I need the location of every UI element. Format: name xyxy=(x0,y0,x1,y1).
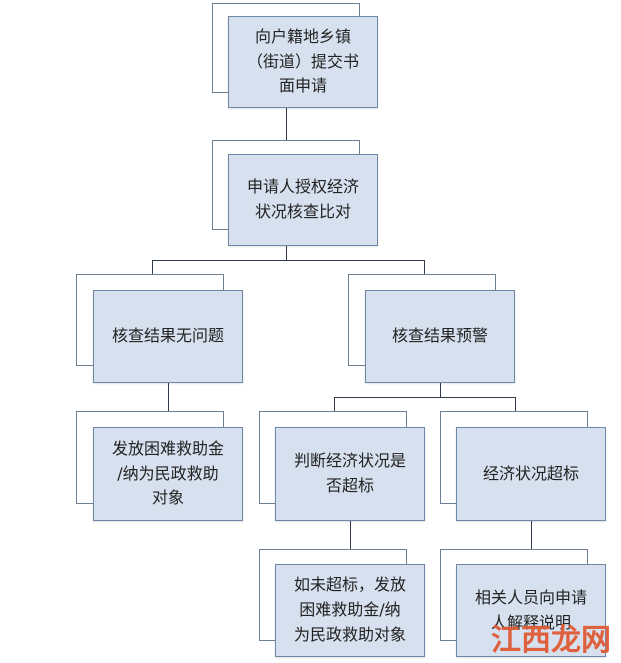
connector-n4-down xyxy=(440,382,441,398)
node-authorize-check: 申请人授权经济 状况核查比对 xyxy=(228,154,378,246)
connector-to-n4 xyxy=(424,260,425,274)
node-submit-application: 向户籍地乡镇 （街道）提交书 面申请 xyxy=(228,16,378,108)
node-exceeds-standard-text: 经济状况超标 xyxy=(482,463,579,483)
connector-n3-n5 xyxy=(168,382,169,412)
node-exceeds-standard: 经济状况超标 xyxy=(456,427,606,521)
node-judge-economy: 判断经济状况是 否超标 xyxy=(275,427,425,521)
node-if-not-exceeded: 如未超标，发放 困难救助金/纳 为民政救助对象 xyxy=(275,564,425,657)
connector-to-n7 xyxy=(515,397,516,411)
node-explain-to-applicant-text: 相关人员向申请 人解释说明 xyxy=(474,587,587,632)
connector-to-n3 xyxy=(152,260,153,274)
connector-n1-n2 xyxy=(286,108,287,154)
node-grant-aid: 发放困难救助金 /纳为民政救助 对象 xyxy=(93,427,243,521)
node-explain-to-applicant: 相关人员向申请 人解释说明 xyxy=(456,564,606,657)
connector-n2-down xyxy=(286,245,287,261)
connector-n7-n9 xyxy=(531,521,532,549)
node-authorize-check-text: 申请人授权经济 状况核查比对 xyxy=(246,177,359,221)
connector-to-n6 xyxy=(334,397,335,411)
node-check-warning-text: 核查结果预警 xyxy=(391,326,488,346)
connector-level3-bar xyxy=(152,260,425,261)
node-grant-aid-text: 发放困难救助金 /纳为民政救助 对象 xyxy=(111,438,224,508)
node-check-warning: 核查结果预警 xyxy=(365,290,515,383)
node-judge-economy-text: 判断经济状况是 否超标 xyxy=(293,451,406,495)
watermark-logo: 江西龙网 xyxy=(491,623,611,658)
node-check-ok: 核查结果无问题 xyxy=(93,290,243,383)
node-submit-application-text: 向户籍地乡镇 （街道）提交书 面申请 xyxy=(246,26,359,96)
node-if-not-exceeded-text: 如未超标，发放 困难救助金/纳 为民政救助对象 xyxy=(293,575,406,644)
connector-n6-n8 xyxy=(350,521,351,549)
connector-level4-bar xyxy=(334,397,516,398)
node-check-ok-text: 核查结果无问题 xyxy=(111,326,224,346)
